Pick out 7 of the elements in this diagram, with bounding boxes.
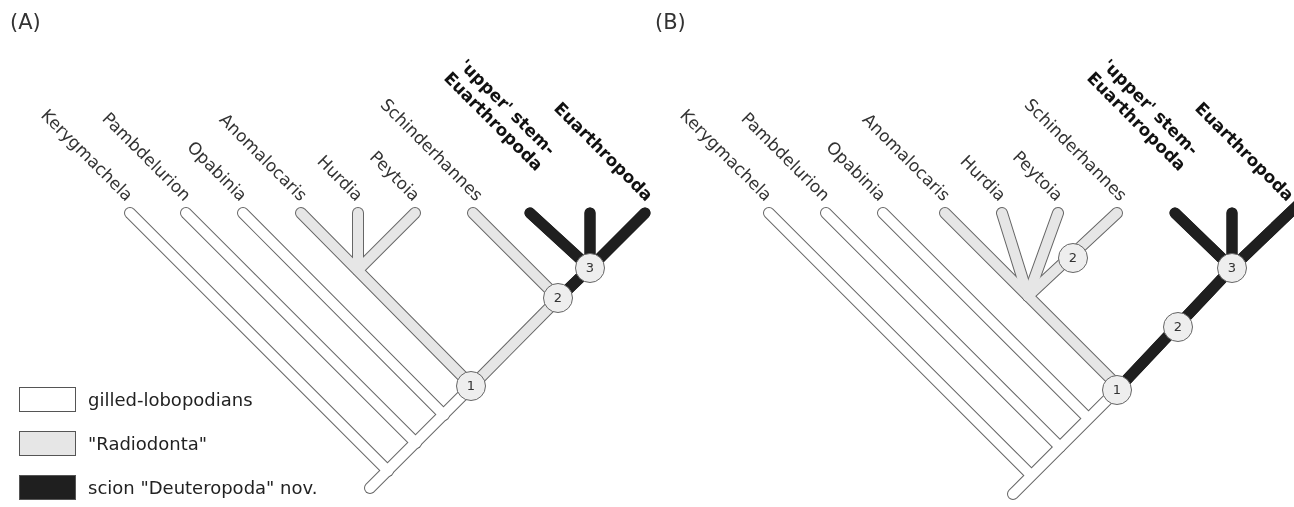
panel-label: (B) <box>655 10 686 34</box>
node-number: 2 <box>1163 312 1193 342</box>
node-number: 2 <box>1058 243 1088 273</box>
legend-label: gilled-lobopodians <box>88 389 253 411</box>
legend-label: scion "Deuteropoda" nov. <box>88 477 318 499</box>
legend-label: "Radiodonta" <box>88 433 208 455</box>
panel-label: (A) <box>10 10 41 34</box>
